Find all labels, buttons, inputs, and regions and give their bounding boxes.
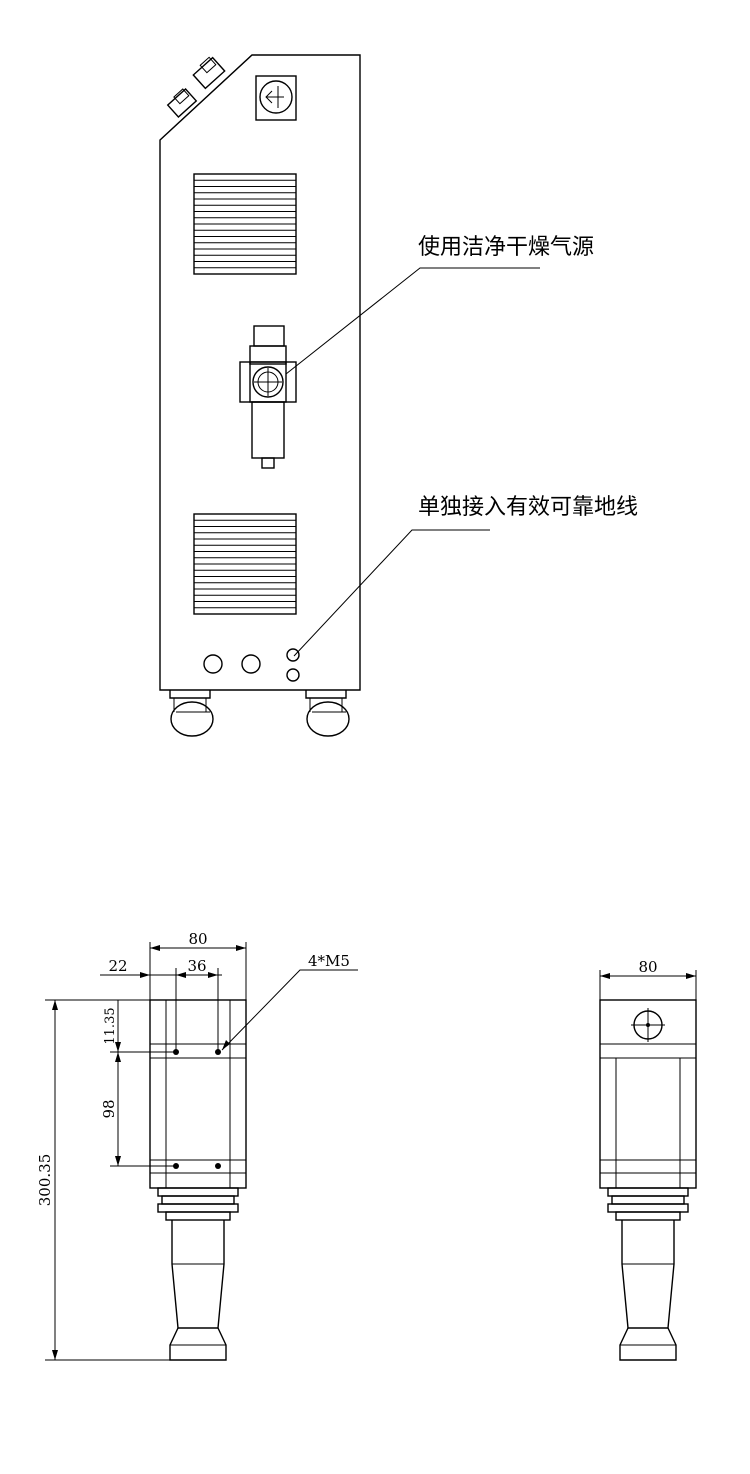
dim-front-offset: 22 bbox=[108, 957, 127, 975]
cabinet-front-view: 使用洁净干燥气源 单独接入有效可靠地线 bbox=[159, 54, 638, 737]
air-source-callout: 使用洁净干燥气源 bbox=[418, 235, 594, 260]
right-caster-icon bbox=[305, 690, 350, 737]
dim-hole-spacing-y: 98 bbox=[100, 1099, 118, 1118]
dim-side-width: 80 bbox=[638, 958, 657, 976]
dim-front-width: 80 bbox=[188, 930, 207, 948]
air-source-leader bbox=[285, 267, 540, 375]
top-gauge-icon bbox=[166, 56, 226, 118]
side-dimension-view: 80 bbox=[599, 958, 697, 1361]
lower-vent-grille bbox=[193, 513, 297, 615]
dim-top-offset: 11.35 bbox=[103, 1007, 118, 1044]
front-dimension-view: 80 22 36 11.35 98 300.35 4*M5 bbox=[36, 930, 358, 1361]
side-port-icon bbox=[631, 1008, 665, 1042]
left-caster-icon bbox=[169, 690, 214, 737]
dim-total-height: 300.35 bbox=[36, 1154, 54, 1207]
ground-callout: 单独接入有效可靠地线 bbox=[418, 495, 638, 520]
dim-holes: 4*M5 bbox=[308, 952, 350, 970]
connector-ports bbox=[203, 648, 300, 682]
rotary-switch-icon bbox=[255, 75, 297, 121]
filter-regulator-icon bbox=[239, 325, 297, 469]
ground-leader bbox=[293, 529, 490, 657]
upper-vent-grille bbox=[193, 173, 297, 275]
dim-hole-spacing-x: 36 bbox=[187, 957, 206, 975]
